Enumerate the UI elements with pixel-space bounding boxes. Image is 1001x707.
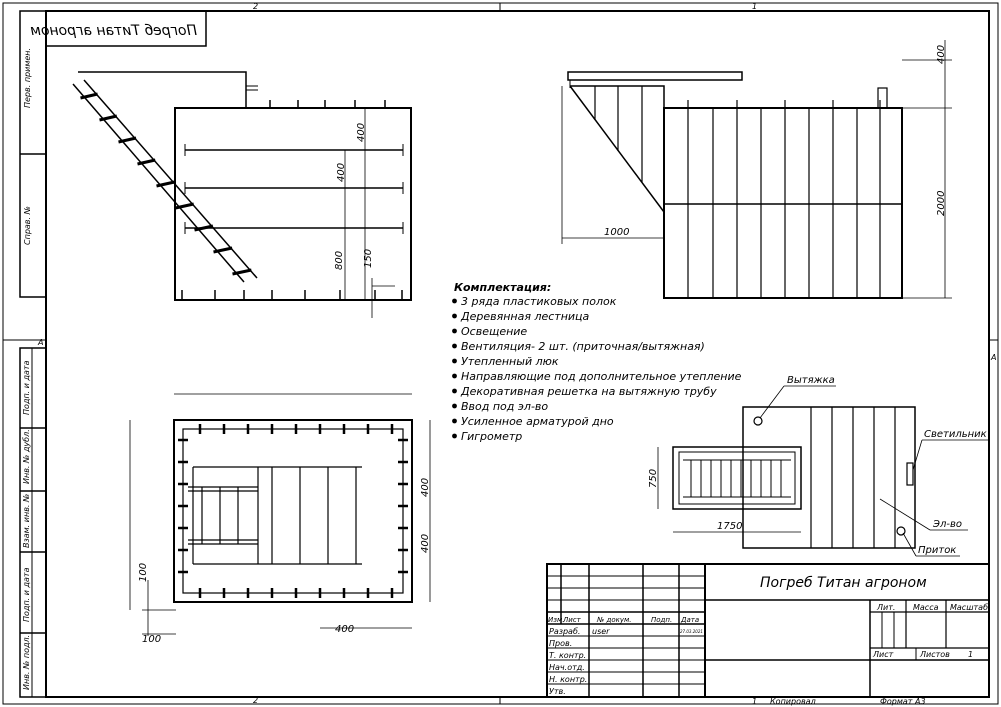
top-view: Вытяжка Светильник Эл-во Приток 750 1750 xyxy=(648,375,988,557)
equipment-item: Деревянная лестница xyxy=(460,310,590,323)
ladder-rung xyxy=(156,180,175,188)
ladder-rung xyxy=(80,92,98,100)
side-field-perv: Перв. примен. xyxy=(23,48,32,108)
row-utv: Утв. xyxy=(549,687,566,696)
equipment-item: Освещение xyxy=(461,325,527,338)
side-field-podp2: Подп. и дата xyxy=(22,567,31,622)
dim-plan-100-h: 100 xyxy=(142,634,161,645)
equipment-item: Декоративная решетка на вытяжную трубу xyxy=(460,385,717,398)
equipment-bullet xyxy=(452,388,457,394)
ladder-rung xyxy=(118,136,137,144)
side-field-inv-dubl: Инв. № дубл. xyxy=(22,429,31,484)
equipment-list: Комплектация: 3 ряда пластиковых полокДе… xyxy=(452,281,742,443)
dim-shelf-400-a: 400 xyxy=(356,123,367,142)
dim-shelf-150: 150 xyxy=(363,249,374,268)
front-section-view: 400 400 800 150 xyxy=(72,71,412,318)
tb-sheets: Листов xyxy=(919,650,950,659)
dim-side-400: 400 xyxy=(936,45,947,64)
side-field-inv-podl: Инв. № подл. xyxy=(22,635,31,690)
title-block-name: Погреб Титан агроном xyxy=(760,575,927,591)
col-date: Дата xyxy=(680,616,699,624)
zone-top-left: 2 xyxy=(253,2,258,11)
zone-side-right: A xyxy=(990,353,996,362)
side-field-podp1: Подп. и дата xyxy=(22,360,31,415)
dim-hatch-750: 750 xyxy=(648,469,659,488)
format-label: Формат А3 xyxy=(880,697,926,706)
col-list: Лист xyxy=(562,616,582,624)
equipment-bullet xyxy=(452,313,457,319)
equipment-item: Ввод под эл-во xyxy=(461,400,548,413)
ladder-rung xyxy=(99,114,118,122)
razrab-user: user xyxy=(592,627,610,636)
equipment-item: Утепленный люк xyxy=(461,355,559,368)
tb-scale: Масштаб xyxy=(950,603,988,612)
dim-plan-100-v: 100 xyxy=(138,563,149,582)
ladder-rung xyxy=(175,202,195,210)
equipment-bullet xyxy=(452,403,457,409)
equipment-bullet xyxy=(452,298,457,304)
row-prov: Пров. xyxy=(549,639,572,648)
equipment-bullet xyxy=(452,343,457,349)
row-razrab: Разраб. xyxy=(549,627,580,636)
row-nkontr: Н. контр. xyxy=(549,675,587,684)
col-doc: № докум. xyxy=(596,616,632,624)
dim-side-2000: 2000 xyxy=(936,191,947,216)
dim-plan-400-b: 400 xyxy=(420,534,431,553)
side-field-sprav: Справ. № xyxy=(23,206,32,245)
equipment-bullet xyxy=(452,433,457,439)
zone-top-right: 1 xyxy=(752,2,757,11)
tb-lit: Лит. xyxy=(876,603,895,612)
equipment-bullet xyxy=(452,358,457,364)
equipment-item: Вентиляция- 2 шт. (приточная/вытяжная) xyxy=(461,340,705,353)
razrab-date: 27.03.2021 xyxy=(680,629,703,634)
dim-shelf-400-b: 400 xyxy=(336,163,347,182)
mirrored-title: Погреб Титан агроном xyxy=(30,23,197,39)
title-block: Погреб Титан агроном Изм. Лист № докум. … xyxy=(546,563,990,698)
zone-bottom-left: 2 xyxy=(253,696,258,705)
intake-pipe xyxy=(896,526,906,536)
ladder-rung xyxy=(232,268,252,276)
equipment-bullet xyxy=(452,328,457,334)
equipment-title: Комплектация: xyxy=(454,281,551,294)
tb-sheets-count: 1 xyxy=(968,650,973,659)
dim-plan-400-a: 400 xyxy=(420,478,431,497)
side-view: 400 2000 1000 xyxy=(561,40,952,299)
ladder-rung xyxy=(213,246,233,254)
ladder xyxy=(72,79,258,283)
callout-electric: Эл-во xyxy=(932,519,962,530)
zone-bottom-right: 1 xyxy=(752,697,757,706)
side-stamp-column: Перв. примен. Справ. № Подп. и дата Инв.… xyxy=(19,10,47,698)
equipment-item: Гигрометр xyxy=(461,430,522,443)
plan-view: 400 400 100 100 400 xyxy=(129,393,431,645)
zone-side-left: A xyxy=(37,338,43,347)
dim-hatch-1750: 1750 xyxy=(717,521,742,532)
callout-exhaust: Вытяжка xyxy=(787,375,835,386)
copied-label: Копировал xyxy=(770,697,816,706)
ladder-rung xyxy=(137,158,156,166)
equipment-bullet xyxy=(452,373,457,379)
side-field-vzam: Взам. инв. № xyxy=(22,494,31,548)
exhaust-pipe xyxy=(753,416,763,426)
callout-intake: Приток xyxy=(918,545,956,556)
equipment-item: Направляющие под дополнительное утеплени… xyxy=(461,370,742,383)
tb-sheet: Лист xyxy=(872,650,894,659)
dim-shelf-800: 800 xyxy=(334,251,345,270)
equipment-bullet xyxy=(452,418,457,424)
equipment-item: 3 ряда пластиковых полок xyxy=(461,295,617,308)
dim-plan-400-bottom: 400 xyxy=(335,624,354,635)
dim-side-1000: 1000 xyxy=(604,227,629,238)
lamp-mark xyxy=(906,462,914,486)
row-tkontr: Т. контр. xyxy=(549,651,586,660)
col-izm: Изм. xyxy=(548,616,564,624)
col-sign: Подп. xyxy=(651,616,672,624)
tb-mass: Масса xyxy=(913,603,939,612)
equipment-item: Усиленное арматурой дно xyxy=(461,415,614,428)
callout-lamp: Светильник xyxy=(924,429,987,440)
row-nachotd: Нач.отд. xyxy=(549,663,585,672)
